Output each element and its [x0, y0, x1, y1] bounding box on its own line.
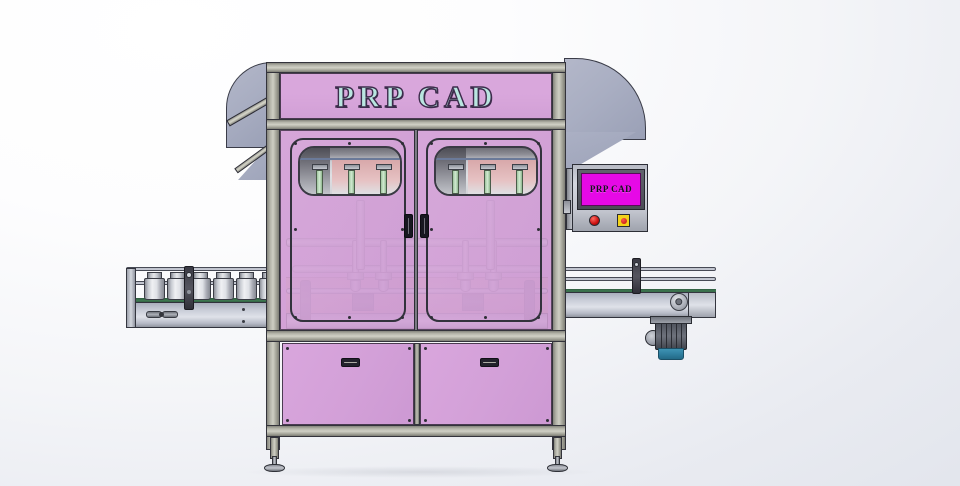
door-bolt: [484, 316, 487, 319]
right-cabinet-panel[interactable]: [420, 343, 552, 425]
infeed-frame-bolt: [242, 308, 245, 311]
left-cabinet-handle[interactable]: [341, 358, 360, 367]
infeed-frame-bolt: [242, 320, 245, 323]
cabinet-bolt: [424, 347, 427, 350]
right-door-handle[interactable]: [420, 214, 429, 238]
start-button[interactable]: [589, 215, 600, 226]
door-bolt: [430, 316, 433, 319]
bottle-cap: [193, 272, 208, 279]
door-bolt: [430, 142, 433, 145]
door-bolt: [537, 142, 540, 145]
cabinet-bolt: [424, 419, 427, 422]
hmi-screen-text: PRP CAD: [589, 184, 633, 194]
motor-fin: [661, 322, 662, 350]
bottle-cap: [147, 272, 162, 279]
emergency-stop-button[interactable]: [617, 214, 630, 227]
enclosure-top-beam: [266, 62, 566, 73]
leveling-foot-pad: [547, 464, 568, 472]
infeed-end-plate: [126, 268, 136, 328]
hmi-screen[interactable]: PRP CAD: [581, 173, 641, 206]
door-bolt: [348, 316, 351, 319]
door-bolt: [401, 142, 404, 145]
left-door-window: [298, 146, 402, 196]
outfeed-sensor-eye: [634, 262, 639, 267]
left-door-handle[interactable]: [404, 214, 413, 238]
bottle-cap: [216, 272, 231, 279]
cabinet-divider: [414, 343, 420, 425]
door-center-mullion: [414, 130, 418, 330]
door-bolt: [401, 228, 404, 231]
infeed-sensor-led: [187, 290, 191, 294]
banner-bottom-beam: [266, 119, 566, 130]
floor-shadow: [240, 466, 600, 478]
cabinet-bolt: [408, 347, 411, 350]
cabinet-bolt: [286, 419, 289, 422]
infeed-chain-pin: [159, 312, 164, 317]
door-bolt: [537, 228, 540, 231]
mid-beam: [266, 330, 566, 342]
cabinet-bolt: [546, 419, 549, 422]
outfeed-end-plate: [688, 292, 716, 318]
cabinet-bolt: [286, 347, 289, 350]
motor-fin: [666, 322, 667, 350]
motor-mount-bracket: [650, 316, 692, 324]
bottle: [213, 278, 234, 300]
enclosure-bottom-beam: [266, 425, 566, 437]
outfeed-sensor-post: [632, 258, 641, 294]
door-bolt: [430, 228, 433, 231]
infeed-sensor-post: [184, 266, 194, 310]
left-cabinet-panel[interactable]: [282, 343, 414, 425]
cabinet-bolt: [408, 419, 411, 422]
hmi-mount-bracket: [563, 200, 571, 214]
motor-gearbox-base: [658, 348, 684, 360]
leveling-foot-pad: [264, 464, 285, 472]
infeed-belt: [126, 298, 276, 303]
right-shoulder-guard: [564, 58, 646, 140]
door-bolt: [484, 142, 487, 145]
door-bolt: [348, 142, 351, 145]
bottle-cap: [170, 272, 185, 279]
infeed-guide-rail-top: [126, 267, 276, 271]
right-door-window: [434, 146, 538, 196]
door-bolt: [294, 316, 297, 319]
motor-fin: [671, 322, 672, 350]
infeed-chain-link: [162, 311, 178, 318]
bottle: [144, 278, 165, 300]
door-bolt: [537, 316, 540, 319]
bottle-cap: [239, 272, 254, 279]
bottle: [236, 278, 257, 300]
page-title: PRP CAD: [335, 78, 497, 114]
cabinet-bolt: [546, 347, 549, 350]
hmi-control-panel: PRP CAD: [572, 164, 648, 232]
door-bolt: [401, 316, 404, 319]
door-bolt: [294, 228, 297, 231]
title-banner: PRP CAD: [280, 73, 552, 119]
outfeed-bearing-housing: [670, 293, 688, 311]
infeed-sensor-eye: [186, 272, 192, 278]
right-cabinet-handle[interactable]: [480, 358, 499, 367]
door-bolt: [294, 142, 297, 145]
motor-fin: [676, 322, 677, 350]
motor-fin: [681, 322, 682, 350]
